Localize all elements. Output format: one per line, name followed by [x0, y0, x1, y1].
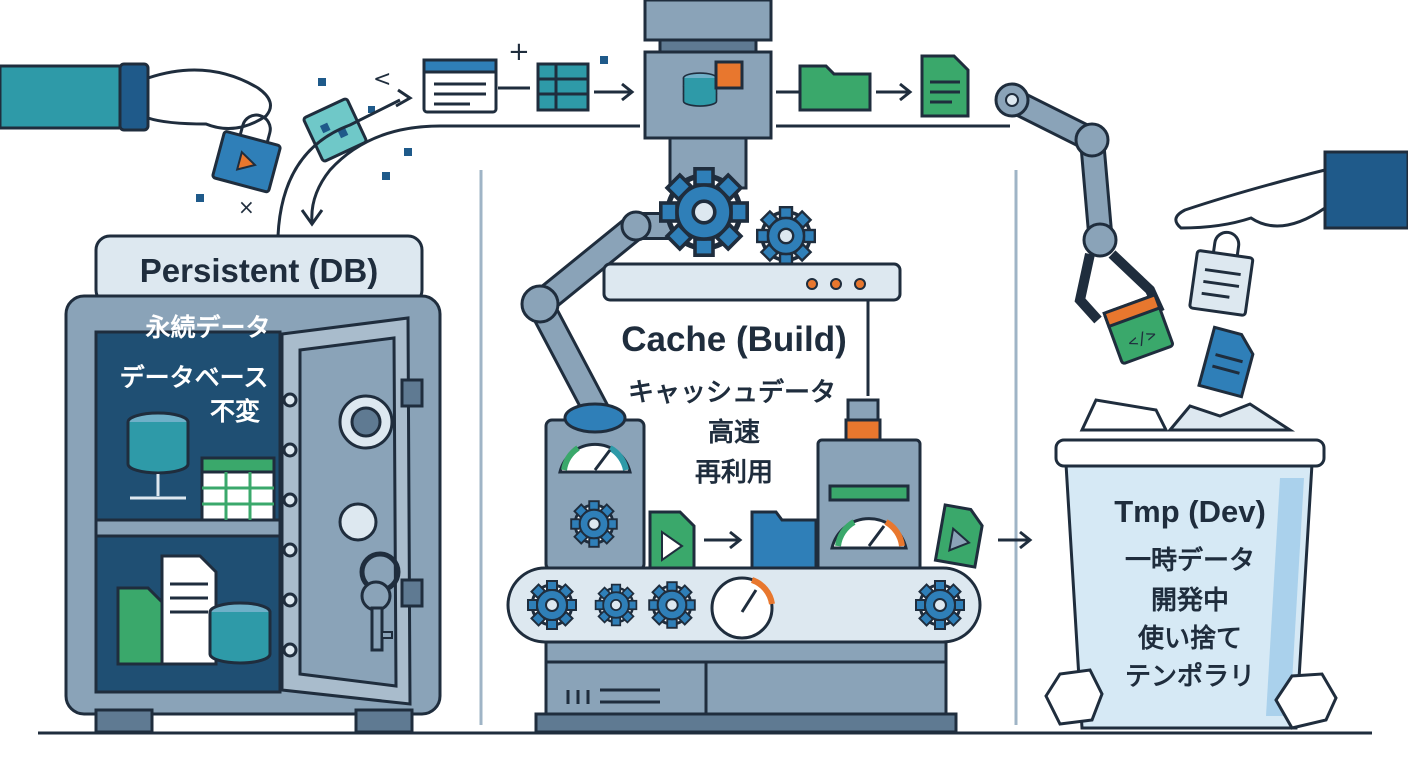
gauge-icon	[558, 442, 632, 474]
folder-icon	[750, 510, 818, 570]
spreadsheet-icon	[536, 62, 590, 112]
folder-icon	[798, 64, 872, 112]
tmp-line-2: 開発中	[1150, 586, 1229, 616]
robot-arm-icon	[994, 82, 1165, 324]
key-icon	[359, 551, 401, 652]
tmp-line-1: 一時データ	[1124, 546, 1255, 576]
build-machine	[506, 169, 1033, 734]
spreadsheet-icon	[200, 456, 276, 522]
document-icon	[920, 54, 970, 118]
cache-line-2: 高速	[707, 418, 760, 448]
gear-icon	[661, 169, 747, 255]
database-icon	[126, 411, 190, 475]
document-icon	[160, 554, 218, 666]
locked-file-icon	[1188, 230, 1255, 317]
persistent-title: Persistent (DB)	[139, 252, 379, 289]
play-file-icon	[648, 510, 696, 576]
confetti	[196, 56, 608, 202]
database-icon	[682, 72, 718, 107]
gear-icon	[594, 583, 638, 627]
play-file-icon	[933, 503, 984, 569]
trash-bin-icon	[1044, 398, 1338, 730]
gear-icon	[526, 579, 578, 631]
gear-icon	[569, 499, 619, 549]
gear-icon	[914, 579, 966, 631]
persistent-line-1: 永続データ	[145, 313, 271, 342]
cache-title: Cache (Build)	[621, 320, 847, 359]
cache-line-3: 再利用	[694, 458, 773, 488]
gear-icon	[755, 205, 817, 267]
tmp-title: Tmp (Dev)	[1114, 494, 1266, 529]
gauge-icon	[830, 517, 908, 550]
gear-icon	[647, 580, 697, 630]
flow-arrow-down	[310, 124, 640, 223]
tmp-line-3: 使い捨て	[1137, 624, 1242, 654]
database-icon	[208, 601, 272, 665]
flow-arrow-up	[276, 98, 401, 237]
persistent-line-2: データベース	[119, 363, 269, 392]
plus-symbol: +	[508, 37, 530, 67]
persistent-line-3: 不変	[209, 397, 260, 426]
cache-line-1: キャッシュデータ	[627, 378, 836, 408]
hand-icon	[0, 62, 272, 132]
tmp-line-4: テンポラリ	[1124, 662, 1255, 692]
cross-symbol: ×	[238, 195, 255, 219]
vault-icon	[64, 234, 442, 734]
code-file-icon: </>	[1102, 292, 1174, 365]
hand-icon	[1174, 150, 1408, 230]
document-icon	[1197, 325, 1255, 399]
browser-window-icon	[422, 58, 498, 114]
locked-file-icon	[211, 113, 282, 194]
central-column	[643, 0, 773, 190]
gauge-icon	[710, 576, 775, 640]
less-than-symbol: <	[373, 67, 391, 92]
